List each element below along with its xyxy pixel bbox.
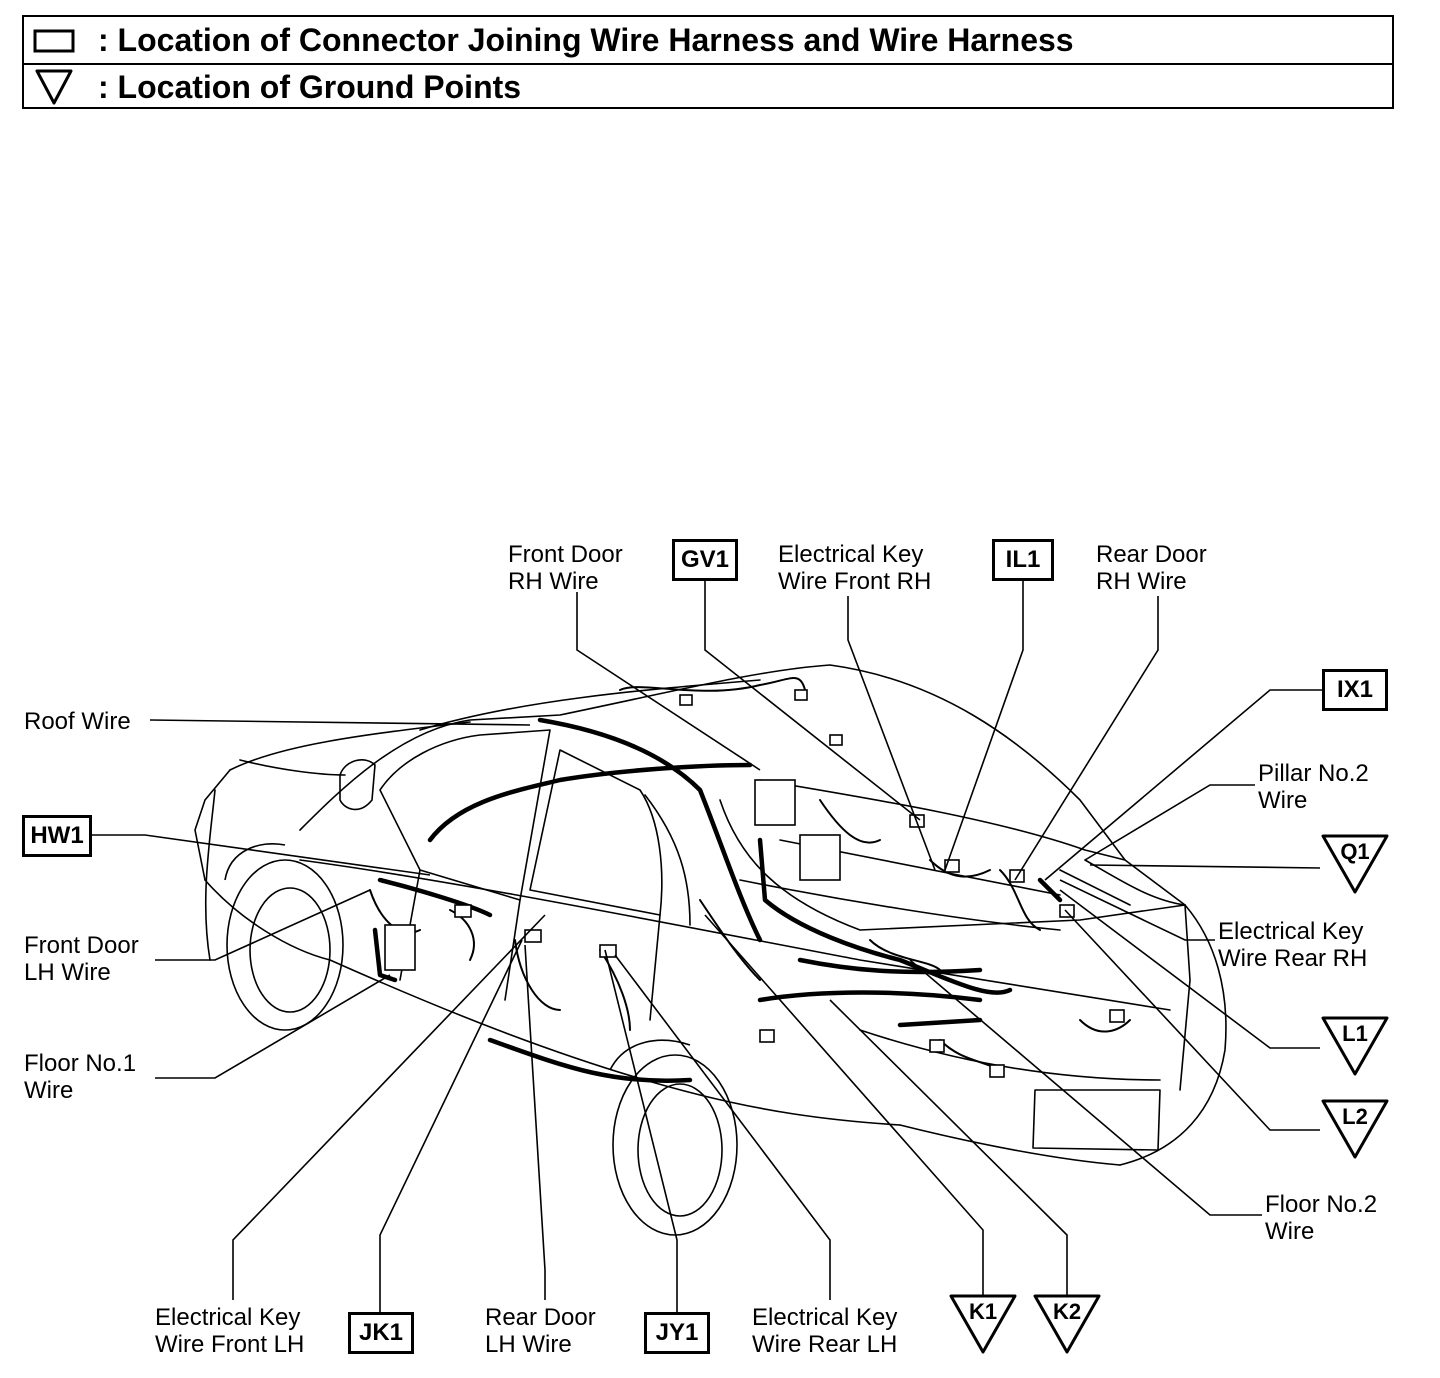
connector-ix1: IX1	[1322, 669, 1388, 711]
leader-lines	[92, 580, 1322, 1312]
triangle-down-icon	[1321, 834, 1389, 894]
legend-ground-row: : Location of Ground Points	[24, 64, 1392, 110]
connector-jk1: JK1	[348, 1312, 414, 1354]
legend-connector-row: : Location of Connector Joining Wire Har…	[24, 17, 1392, 65]
wheels	[224, 843, 738, 1236]
square-outline-icon	[24, 20, 84, 60]
legend-box: : Location of Connector Joining Wire Har…	[22, 15, 1394, 109]
triangle-down-icon	[1321, 1016, 1389, 1076]
connector-gv1: GV1	[672, 539, 738, 581]
connector-blocks	[384, 689, 1125, 1078]
connector-il1: IL1	[992, 539, 1054, 581]
triangle-down-icon	[1321, 1099, 1389, 1159]
side-mirror	[339, 759, 376, 811]
wire-harness-routing	[372, 717, 1063, 1083]
connector-jy1: JY1	[644, 1312, 710, 1354]
ground-k1: K1	[948, 1293, 1018, 1355]
triangle-down-icon	[1033, 1294, 1101, 1354]
legend-connector-text: : Location of Connector Joining Wire Har…	[98, 21, 1074, 58]
connector-hw1: HW1	[22, 815, 92, 857]
ground-q1: Q1	[1320, 833, 1390, 895]
wire-harness-details	[369, 677, 1131, 1071]
ground-l2: L2	[1320, 1098, 1390, 1160]
triangle-down-icon	[24, 67, 84, 107]
legend-ground-text: : Location of Ground Points	[98, 68, 522, 105]
ground-k2: K2	[1032, 1293, 1102, 1355]
ground-l1: L1	[1320, 1015, 1390, 1077]
triangle-down-icon	[949, 1294, 1017, 1354]
label-roof-wire: Roof Wire	[24, 708, 131, 735]
